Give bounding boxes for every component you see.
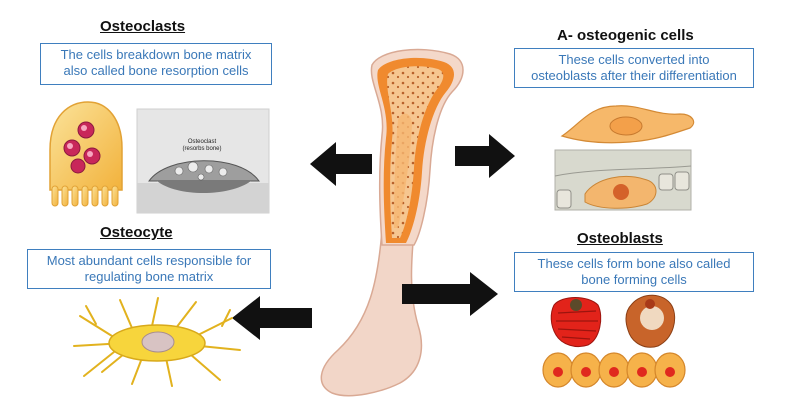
osteogenic-tissue-illustration (554, 149, 692, 211)
osteoblasts-desc-line2: bone forming cells (581, 272, 687, 287)
osteoclasts-desc-line1: The cells breakdown bone matrix (60, 47, 252, 62)
micrograph-label-line2: (resorbs bone) (182, 146, 222, 152)
osteogenic-cell-illustration (560, 105, 695, 144)
osteoclasts-description-box: The cells breakdown bone matrix also cal… (40, 43, 272, 85)
osteoblast-red-cell-illustration (550, 297, 602, 348)
osteoclasts-title: Osteoclasts (100, 18, 186, 35)
osteoblasts-title: Osteoblasts (577, 230, 663, 247)
osteocyte-description-box: Most abundant cells responsible for regu… (27, 249, 271, 289)
osteoclasts-desc-line2: also called bone resorption cells (63, 63, 249, 78)
osteoblast-row-illustration (542, 352, 686, 388)
arrow-to-osteoblasts (402, 272, 498, 316)
osteoblasts-description-box: These cells form bone also called bone f… (514, 252, 754, 292)
osteogenic-desc-line2: osteoblasts after their differentiation (531, 68, 737, 83)
osteoclast-cell-illustration (49, 101, 123, 207)
osteoblasts-desc-line1: These cells form bone also called (537, 256, 731, 271)
osteogenic-cells-title: A- osteogenic cells (557, 27, 694, 44)
osteocyte-desc-line1: Most abundant cells responsible for (46, 253, 252, 268)
osteogenic-desc-line1: These cells converted into (558, 52, 710, 67)
arrow-to-osteocyte (232, 296, 312, 340)
micrograph-label: Osteoclast (resorbs bone) (172, 139, 232, 153)
osteoblast-brown-cell-illustration (625, 294, 676, 348)
osteogenic-description-box: These cells converted into osteoblasts a… (514, 48, 754, 88)
osteocyte-cell-illustration (73, 297, 241, 387)
arrow-to-osteoclasts (310, 142, 372, 186)
arrow-to-osteogenic-cells (455, 134, 515, 178)
osteocyte-title: Osteocyte (100, 224, 173, 241)
osteoclast-micrograph (136, 108, 270, 214)
osteocyte-desc-line2: regulating bone matrix (84, 269, 214, 284)
micrograph-label-line1: Osteoclast (187, 139, 217, 145)
